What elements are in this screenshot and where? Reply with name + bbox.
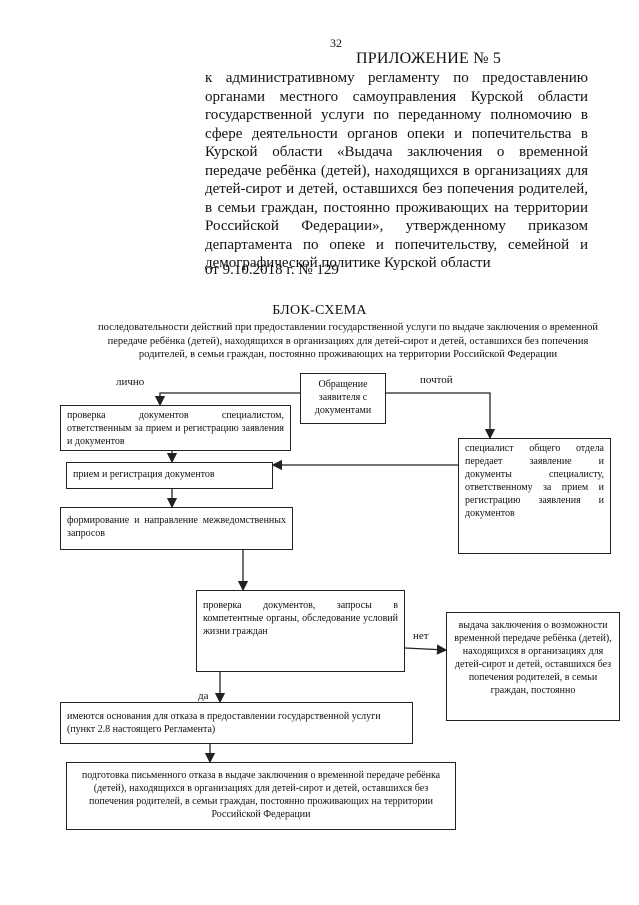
label-no: нет: [413, 630, 429, 642]
node-refusal-grounds: имеются основания для отказа в предостав…: [60, 702, 413, 744]
diagram-subtitle: последовательности действий при предоста…: [98, 322, 598, 360]
arrow-verification-to-issue: [404, 644, 448, 655]
arrow-appeal-to-check: [154, 392, 300, 407]
node-issue-conclusion: выдача заключения о возможности временно…: [446, 612, 620, 721]
node-requests: формирование и направление межведомствен…: [60, 507, 293, 550]
order-date-number: от 9.10.2018 г. № 129: [205, 262, 339, 278]
label-in-person: лично: [116, 376, 145, 388]
page-number: 32: [330, 36, 342, 50]
arrow-appeal-to-general-dept: [386, 392, 496, 440]
node-verification: проверка документов, запросы в компетент…: [196, 590, 405, 672]
node-appeal: Обращение заявителя с документами: [300, 373, 386, 424]
appendix-reference-text: к административному регламенту по предос…: [205, 70, 588, 271]
diagram-title: БЛОК-СХЕМА: [272, 303, 367, 318]
label-by-mail: почтой: [420, 374, 453, 386]
node-check-docs: проверка документов специалистом, ответс…: [60, 405, 291, 451]
appendix-title: ПРИЛОЖЕНИЕ № 5: [356, 50, 502, 67]
node-refusal-letter: подготовка письменного отказа в выдаче з…: [66, 762, 456, 830]
node-reception: прием и регистрация документов: [66, 462, 273, 489]
label-yes: да: [198, 690, 209, 702]
node-general-dept: специалист общего отдела передает заявле…: [458, 438, 611, 554]
